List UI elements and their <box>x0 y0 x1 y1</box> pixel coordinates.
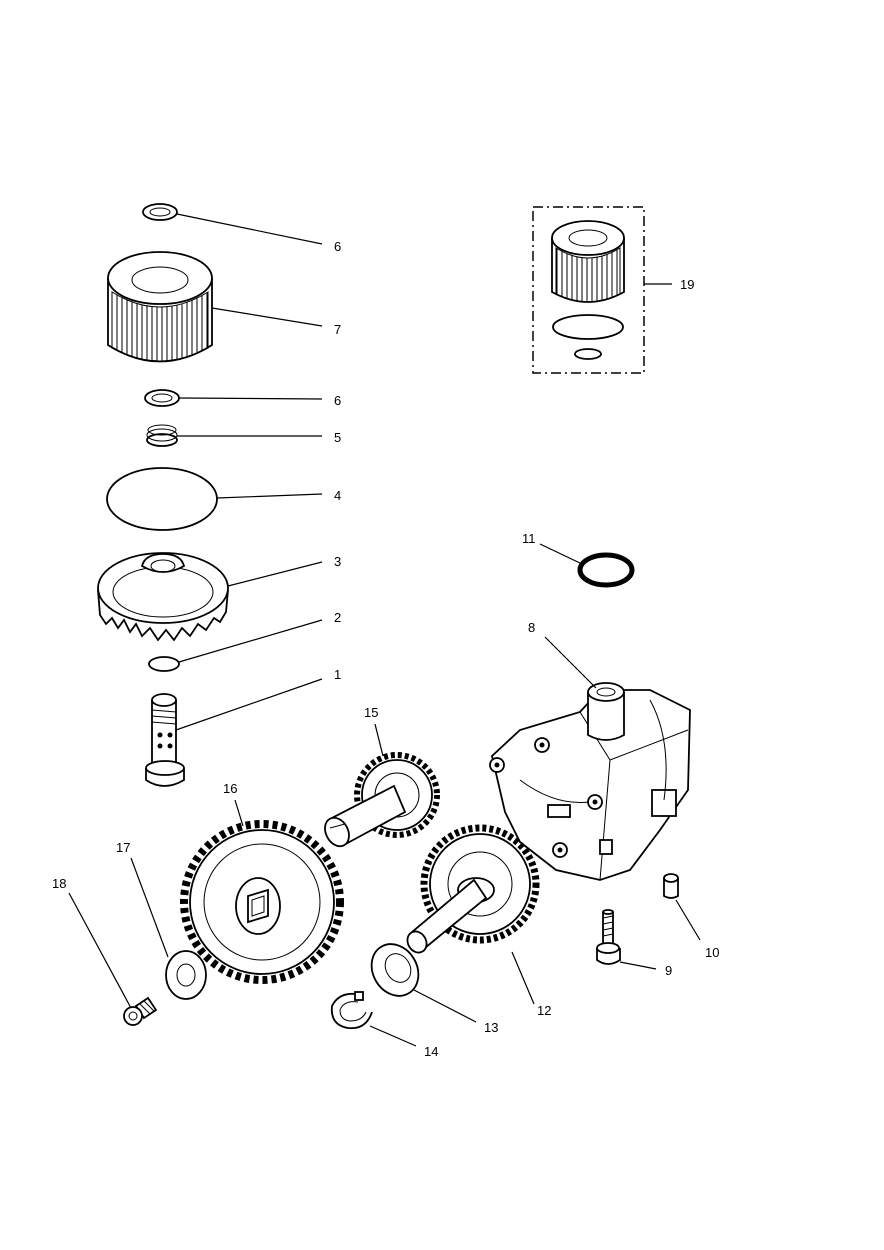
callout-12: 12 <box>537 1003 551 1018</box>
callout-labels: 6 7 6 5 4 3 2 1 19 11 8 15 16 17 18 9 10… <box>52 239 719 1059</box>
hollow-bolt-1 <box>145 693 185 787</box>
leader-lines <box>68 213 701 1047</box>
filter-cartridge-7 <box>107 251 213 363</box>
filter-housing-3 <box>97 552 229 642</box>
callout-2: 2 <box>334 610 341 625</box>
gear-shaft-12 <box>406 824 540 954</box>
seal-2 <box>148 656 180 672</box>
callout-6-lower: 6 <box>334 393 341 408</box>
callout-1: 1 <box>334 667 341 682</box>
o-ring-11 <box>577 552 635 588</box>
spring-5 <box>146 424 178 447</box>
circlip-14 <box>330 991 373 1030</box>
callout-3: 3 <box>334 554 341 569</box>
gear-16 <box>180 820 344 984</box>
oil-pump-body-8 <box>489 682 691 881</box>
callout-10: 10 <box>705 945 719 960</box>
callout-6-top: 6 <box>334 239 341 254</box>
callout-7: 7 <box>334 322 341 337</box>
callout-9: 9 <box>665 963 672 978</box>
callout-4: 4 <box>334 488 341 503</box>
washer-17 <box>165 950 207 1000</box>
callout-8: 8 <box>528 620 535 635</box>
callout-5: 5 <box>334 430 341 445</box>
callout-15: 15 <box>364 705 378 720</box>
callout-14: 14 <box>424 1044 438 1059</box>
callout-16: 16 <box>223 781 237 796</box>
bolt-9 <box>596 909 621 965</box>
gear-shaft-15 <box>324 752 440 848</box>
service-kit-19 <box>532 206 645 374</box>
washer-13 <box>370 943 420 997</box>
o-ring-4 <box>106 467 218 531</box>
washer-6-lower <box>144 389 180 407</box>
callout-18: 18 <box>52 876 66 891</box>
callout-19: 19 <box>680 277 694 292</box>
washer-6-top <box>142 203 178 221</box>
callout-17: 17 <box>116 840 130 855</box>
callout-11: 11 <box>522 531 536 546</box>
dowel-10 <box>663 873 679 899</box>
screw-18 <box>123 996 158 1026</box>
callout-13: 13 <box>484 1020 498 1035</box>
